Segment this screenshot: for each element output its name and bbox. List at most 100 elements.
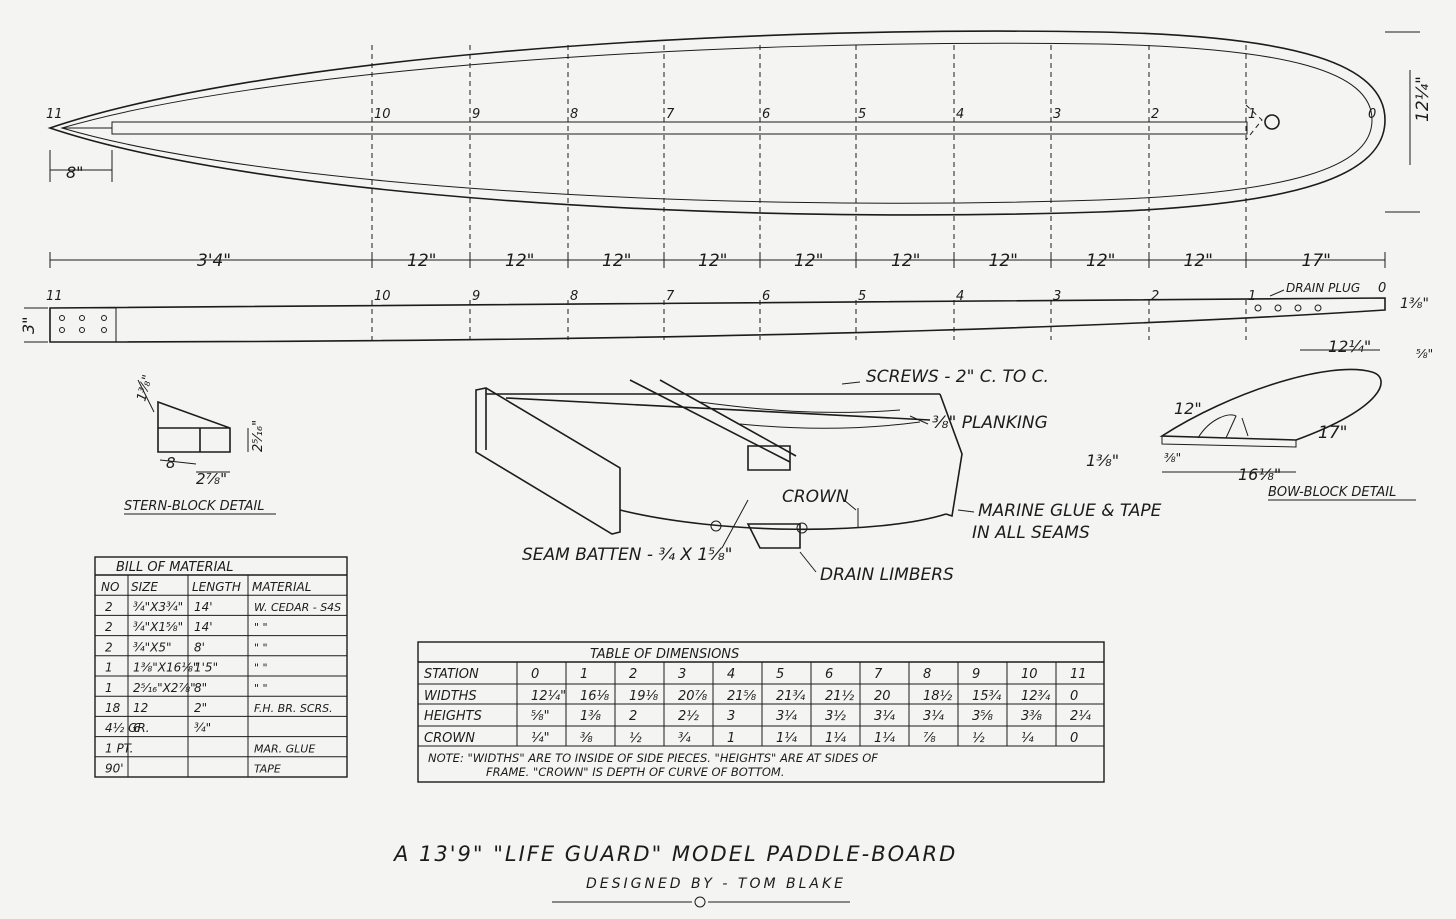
dimensions-title: TABLE OF DIMENSIONS — [590, 647, 739, 662]
right-side — [939, 393, 963, 518]
seam-batten — [746, 523, 801, 549]
profile-station-label: 9 — [472, 289, 480, 304]
bom-cell: 18 — [105, 701, 121, 715]
profile-station-label: 11 — [46, 289, 63, 304]
dimensions-cell: ½ — [972, 731, 985, 746]
bom-cell: 90' — [105, 762, 124, 776]
plan-spacing-label: 12" — [891, 251, 920, 271]
plan-station-label: 6 — [762, 107, 770, 122]
dimensions-note-1: NOTE: "WIDTHS" ARE TO INSIDE OF SIDE PIE… — [428, 751, 878, 765]
label-all-seams: IN ALL SEAMS — [972, 523, 1090, 543]
profile-station-label: 4 — [956, 289, 964, 304]
dimensions-cell: 6 — [825, 667, 833, 682]
bom-cell: " " — [254, 662, 268, 675]
dimensions-cell: 1¼ — [874, 731, 895, 746]
dimensions-cell: 19⅛ — [629, 689, 659, 704]
dimensions-cell: 1⅜ — [580, 709, 601, 724]
title-block: A 13'9" "LIFE GUARD" MODEL PADDLE-BOARD … — [392, 842, 957, 908]
bom-cell: " " — [254, 621, 268, 634]
plan-spacing-label: 12" — [1086, 251, 1115, 271]
bow-block-shape — [1159, 368, 1382, 441]
dimensions-cell: 7 — [874, 667, 883, 682]
dimensions-cell: 12¾ — [1021, 689, 1051, 704]
designer-credit: DESIGNED BY - TOM BLAKE — [586, 876, 846, 892]
dimensions-cell: 21⅝ — [727, 689, 757, 704]
bom-cell: 1'5" — [194, 661, 218, 675]
dimensions-cell: 2¼ — [1070, 709, 1091, 724]
plan-spacing-label: 3'4" — [197, 251, 231, 271]
stern-dim-2: 8 — [166, 454, 176, 472]
side-plank-left — [475, 387, 621, 535]
bom-cell: 12 — [133, 701, 148, 715]
label-crown: CROWN — [782, 487, 849, 507]
bom-cell: 4½ GR. — [105, 721, 150, 735]
dimensions-cell: 15¾ — [972, 689, 1002, 704]
profile-station-label: 6 — [762, 289, 770, 304]
plan-spacing-label: 12" — [407, 251, 436, 271]
bom-cell: TAPE — [254, 763, 281, 776]
plan-station-label: 8 — [570, 107, 578, 122]
plan-station-label: 3 — [1053, 107, 1061, 122]
dimensions-cell: 1 — [727, 731, 735, 746]
bottom-curve — [619, 509, 947, 531]
profile-height-label: 3" — [19, 316, 38, 334]
plan-spacing-label: 12" — [602, 251, 631, 271]
bom-header: LENGTH — [192, 580, 241, 594]
plan-station-label: 11 — [46, 107, 63, 122]
dimensions-cell: ⅝" — [531, 709, 550, 724]
dimensions-cell: 10 — [1021, 667, 1038, 682]
center-strip — [111, 121, 1248, 135]
bom-cell: 1⅜"X16⅛" — [133, 661, 198, 675]
label-marine-glue: MARINE GLUE & TAPE — [978, 501, 1162, 521]
bom-cell: 2" — [194, 701, 207, 715]
dimensions-cell: 21¾ — [776, 689, 806, 704]
top-rails — [486, 379, 940, 463]
bom-cell: W. CEDAR - S4S — [254, 601, 341, 614]
crossbar — [747, 445, 791, 471]
drawing-title: A 13'9" "LIFE GUARD" MODEL PADDLE-BOARD — [392, 842, 957, 866]
dimensions-cell: 1¼ — [825, 731, 846, 746]
profile-station-label: 8 — [570, 289, 578, 304]
tail-dim-label: 8" — [66, 163, 84, 182]
dimensions-cell: HEIGHTS — [424, 709, 482, 724]
profile-station-label: 10 — [374, 289, 391, 304]
dimensions-cell: 18½ — [923, 689, 953, 704]
dimensions-cell: 3¼ — [776, 709, 797, 724]
plan-spacing-label: 17" — [1302, 251, 1331, 271]
bom-cell: 2 — [105, 640, 113, 654]
bom-cell: " " — [254, 641, 268, 654]
dimensions-cell: 8 — [923, 667, 931, 682]
bom-cell: 2⁵⁄₁₆"X2⅞" — [133, 681, 196, 695]
plan-spacing-label: 12" — [1184, 251, 1213, 271]
bow-dim-4: 17" — [1318, 423, 1347, 443]
profile-station-label: 7 — [666, 289, 675, 304]
profile-station-label: 1 — [1248, 289, 1256, 304]
label-drain-limbers: DRAIN LIMBERS — [820, 565, 954, 585]
cross-section: SCREWS - 2" C. TO C. ⅜" PLANKING CROWN M… — [475, 367, 1162, 585]
dimensions-cell: 5 — [776, 667, 784, 682]
dimensions-cell: 3 — [727, 709, 735, 724]
dimensions-cell: ¾ — [678, 731, 691, 746]
dimensions-cell: WIDTHS — [424, 689, 477, 704]
dimensions-cell: 9 — [972, 667, 980, 682]
bom-cell: ¾"X3¾" — [133, 600, 183, 614]
bom-cell: 2 — [105, 620, 113, 634]
bom-cell: 1 PT. — [105, 741, 133, 755]
dimensions-cell: 16⅛ — [580, 689, 610, 704]
dimensions-cell: 12¼" — [531, 689, 566, 704]
drain-plug-hole — [1264, 114, 1280, 130]
dimensions-cell: 11 — [1070, 667, 1087, 682]
dimensions-cell: 1¼ — [776, 731, 797, 746]
dimensions-cell: ¼" — [531, 731, 550, 746]
dimensions-cell: 20 — [874, 689, 891, 704]
dimensions-cell: CROWN — [424, 731, 475, 746]
plan-spacing-label: 12" — [794, 251, 823, 271]
dimensions-cell: STATION — [424, 667, 479, 682]
bom-cell: 8" — [194, 681, 207, 695]
profile-outline — [49, 297, 1386, 343]
label-screws: SCREWS - 2" C. TO C. — [866, 367, 1049, 387]
bow-block-detail: 12¼" ⅝" 12" 17" 1⅜" ⅜" 16⅛" BOW-BLOCK DE… — [1086, 337, 1433, 501]
